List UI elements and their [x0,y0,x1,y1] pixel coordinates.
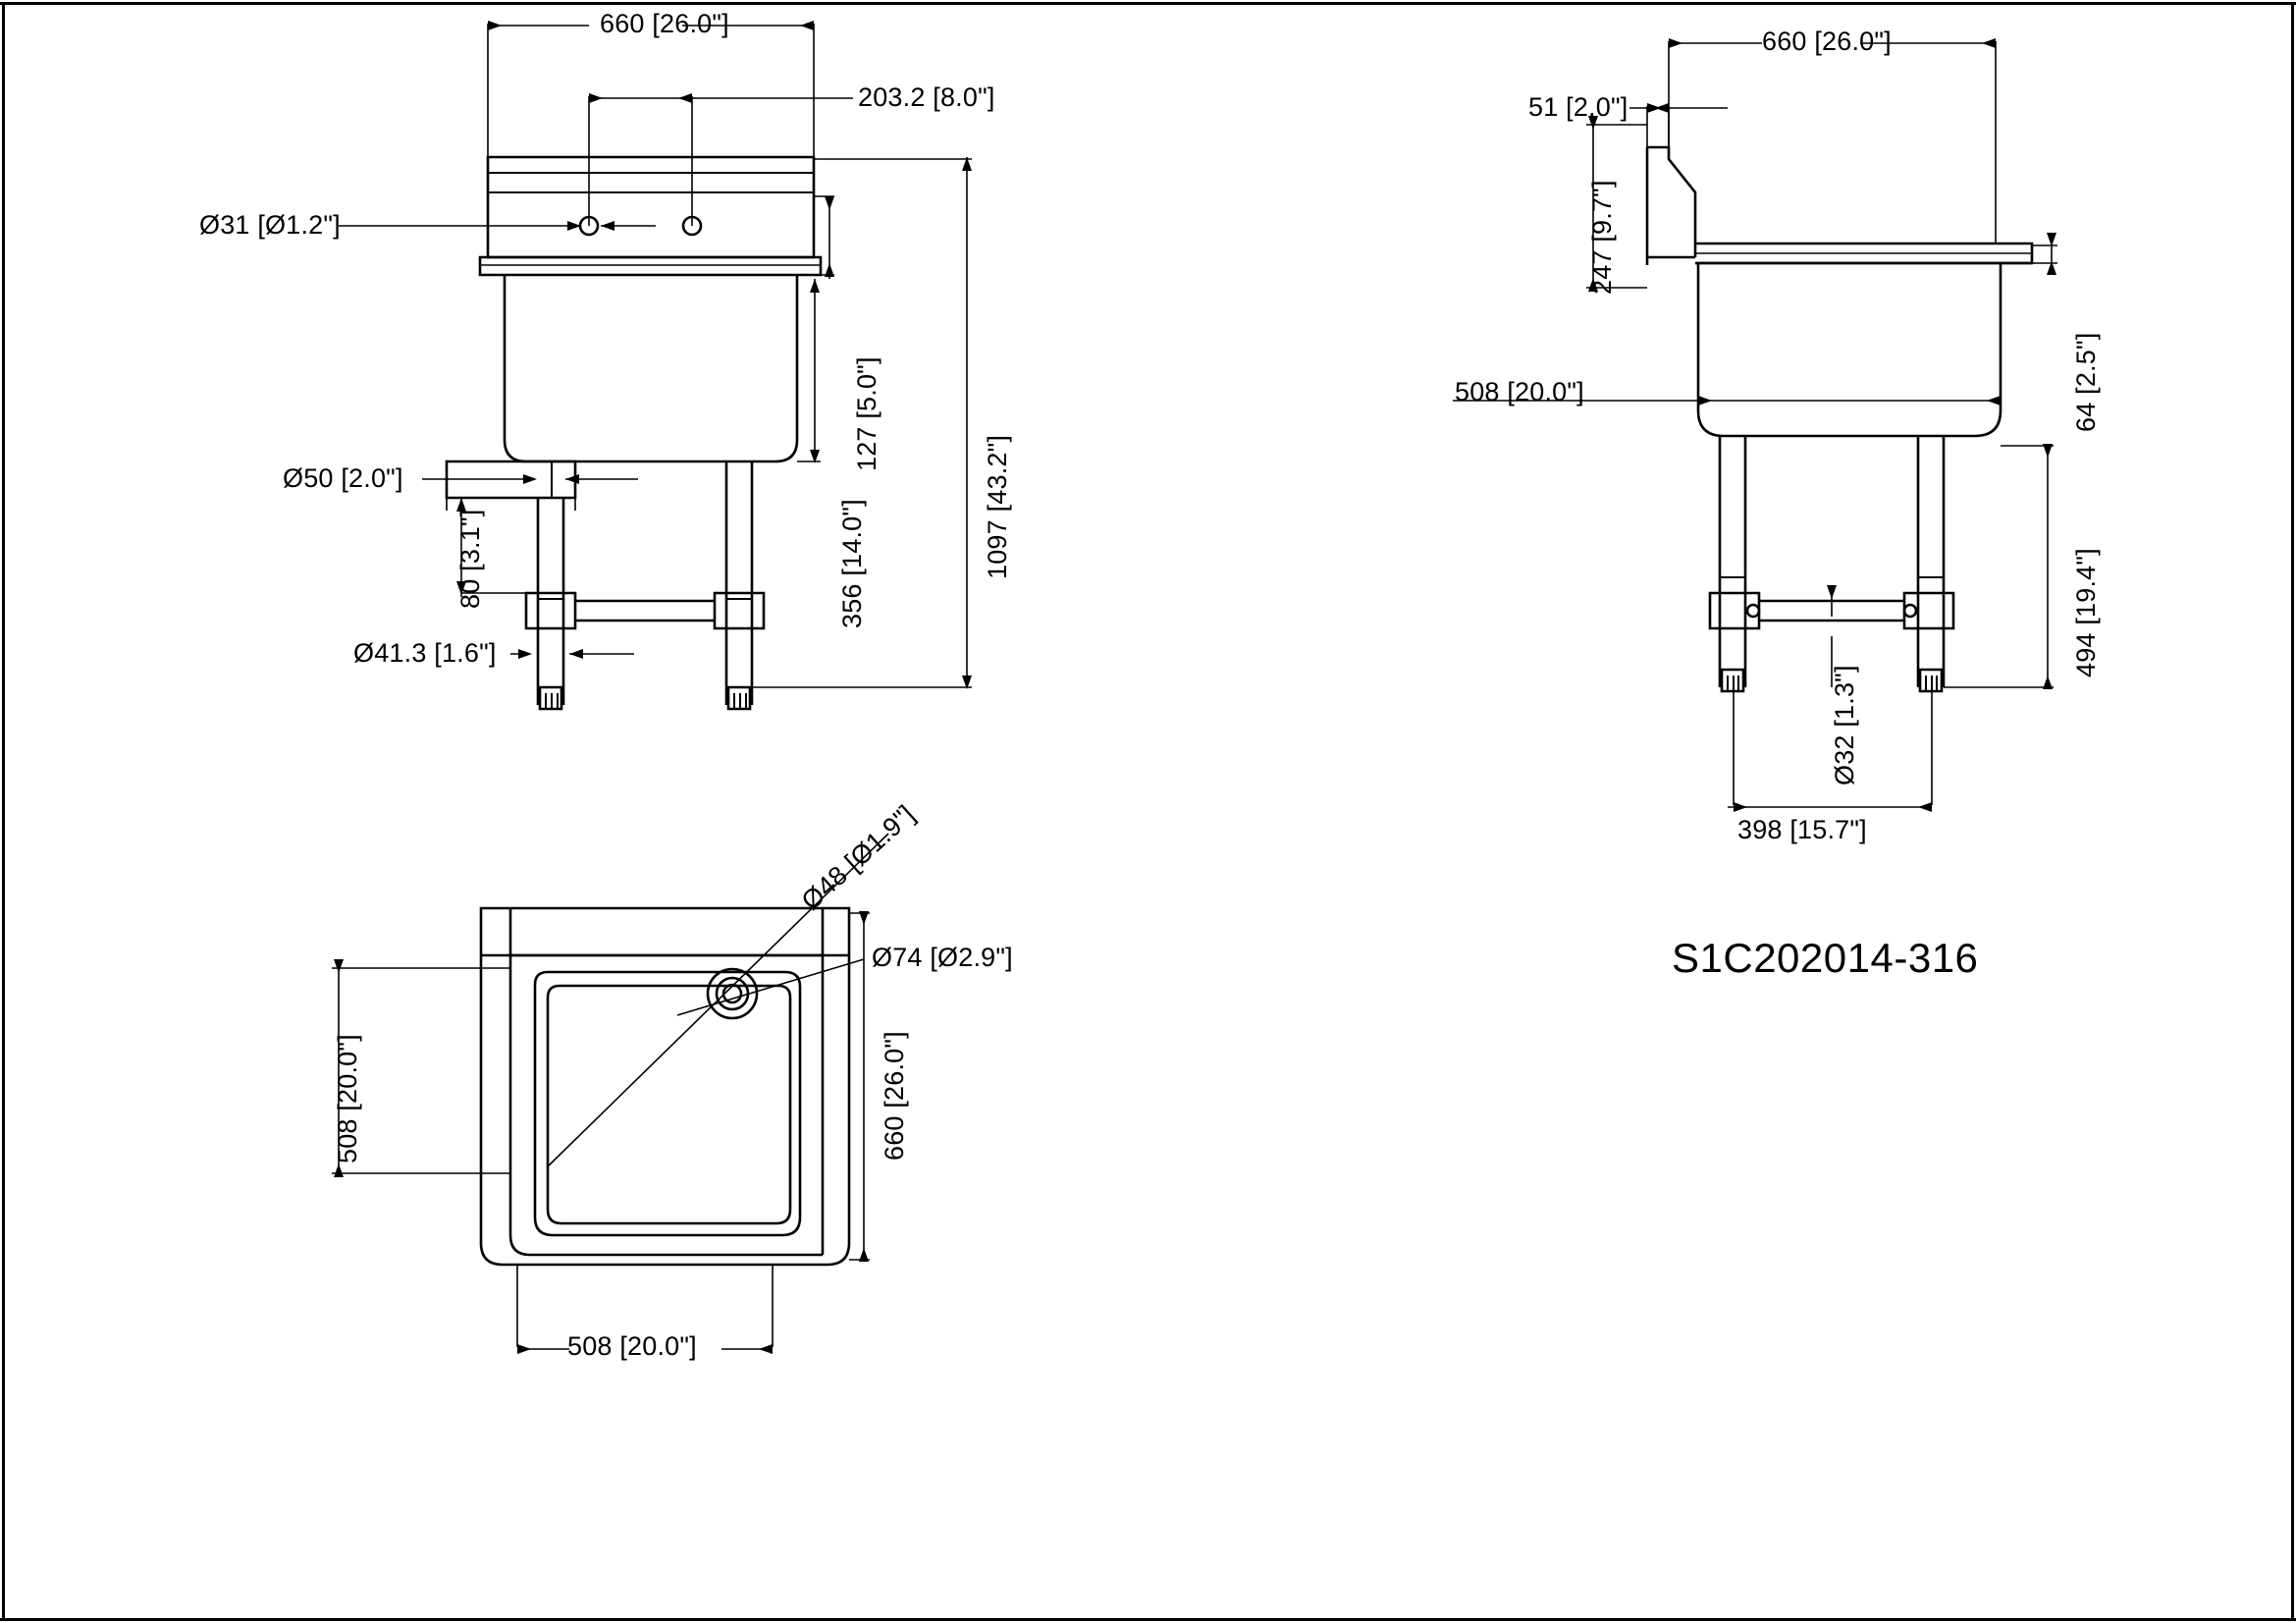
dim-bowl-depth-side-label: 508 [20.0"] [1455,377,1584,406]
arrow-508-top-upper [334,959,344,973]
arrow-398-left [1734,802,1747,812]
dim-leg-diameter-label: Ø41.3 [1.6"] [353,638,497,668]
arrow-247-top [1588,116,1598,130]
dim-overall-depth-top-label: 660 [26.0"] [880,1031,909,1161]
arrow-508-bottom-right [759,1344,773,1354]
part-number: S1C202014-316 [1672,935,1979,981]
dim-bowl-length-top-label: 508 [20.0"] [567,1331,697,1361]
arrow-leg-dia-right [569,649,583,659]
arrow-1097-top [962,157,972,171]
arrow-660-top-lower [859,1248,869,1262]
sheet-border-bottom [0,1618,2296,1621]
arrow-hole-dia-left [567,221,581,231]
arrow-51-right [1655,103,1669,113]
arrow-80-bottom [456,581,466,595]
arrow-overall-width-left [488,21,502,30]
arrow-508-side-left [1698,396,1712,406]
arrow-depth-right [1982,38,1996,48]
arrow-hole-spacing-left [589,93,603,103]
dim-leg-span-label: 398 [15.7"] [1737,815,1867,844]
arrow-508-top-lower [334,1163,344,1177]
arrow-356-top [810,279,820,293]
sheet-border-left [2,2,5,1621]
dim-overall-depth-label: 660 [26.0"] [1762,27,1892,56]
arrow-64-bottom [2047,261,2056,275]
sheet-border-top [0,2,2296,5]
arrow-drain-dia-right [565,474,579,484]
arrow-508-side-right [1987,396,2001,406]
arrow-247-bottom [1588,278,1598,292]
arrow-leg-dia-left [518,649,532,659]
arrow-1097-bottom [962,676,972,689]
dim-bowl-width-top-label: 508 [20.0"] [333,1034,362,1163]
arrow-494-top [2043,444,2053,458]
arrow-overall-width-right [800,21,814,30]
arrow-127-bottom [825,263,834,277]
dim-backsplash-offset-label: 51 [2.0"] [1528,92,1629,122]
dim-overall-width-label: 660 [26.0"] [600,9,729,38]
dim-faucet-hole-spacing-label: 203.2 [8.0"] [858,82,995,112]
sheet-border-right [2291,2,2294,1621]
arrow-494-bottom [2043,676,2053,689]
arrow-356-bottom [810,450,820,463]
arrow-508-bottom-left [517,1344,531,1354]
arrow-depth-left [1669,38,1682,48]
arrow-d32-top [1827,585,1837,599]
arrow-drain-dia-left [523,474,537,484]
dim-drain-outer-dia-label: Ø74 [Ø2.9"] [872,943,1013,972]
arrow-51-left [1647,103,1661,113]
dim-drain-diameter-label: Ø50 [2.0"] [283,463,403,493]
arrow-hole-dia-right [601,221,614,231]
dim-faucet-hole-diameter-label: Ø31 [Ø1.2"] [199,210,341,240]
arrow-660-top-upper [859,911,869,925]
arrow-hole-spacing-right [678,93,692,103]
arrow-64-top [2047,233,2056,246]
arrow-80-top [456,498,466,512]
arrow-127-top [825,196,834,210]
arrow-398-right [1918,802,1932,812]
